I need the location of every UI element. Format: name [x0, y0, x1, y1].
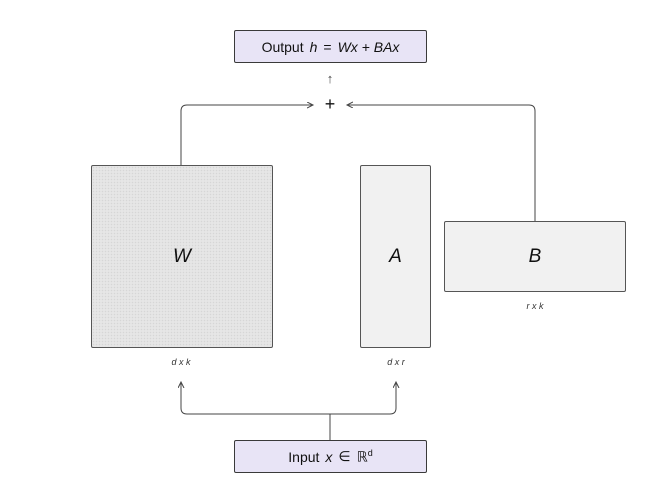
- b-to-sum-line: [347, 105, 536, 221]
- input-relation: ∈: [338, 448, 351, 464]
- input-label: Input: [288, 448, 320, 465]
- matrix-a-label: A: [389, 245, 402, 267]
- matrix-w: W: [91, 165, 273, 348]
- matrix-b-label: B: [528, 245, 542, 267]
- up-arrow-icon: ↑: [326, 71, 334, 86]
- matrix-b: B: [444, 221, 626, 292]
- input-box: Input x ∈ ℝd: [234, 440, 427, 473]
- input-exponent: d: [367, 447, 373, 458]
- input-space: ℝd: [356, 447, 373, 465]
- matrix-w-label: W: [173, 245, 191, 267]
- output-formula: Wx + BAx: [337, 38, 400, 55]
- matrix-b-dims: r x k: [526, 301, 544, 311]
- output-equals: =: [323, 38, 332, 55]
- output-variable: h: [309, 38, 318, 55]
- matrix-w-dims: d x k: [171, 357, 191, 367]
- matrix-a-dims: d x r: [387, 357, 405, 367]
- output-box: Output h = Wx + BAx: [234, 30, 427, 63]
- input-to-w-line: [181, 382, 330, 415]
- sum-operator: +: [324, 94, 336, 114]
- output-label: Output: [261, 38, 304, 55]
- input-variable: x: [325, 448, 333, 465]
- input-to-a-line: [330, 382, 396, 415]
- matrix-a: A: [360, 165, 431, 348]
- w-to-sum-line: [180, 105, 313, 165]
